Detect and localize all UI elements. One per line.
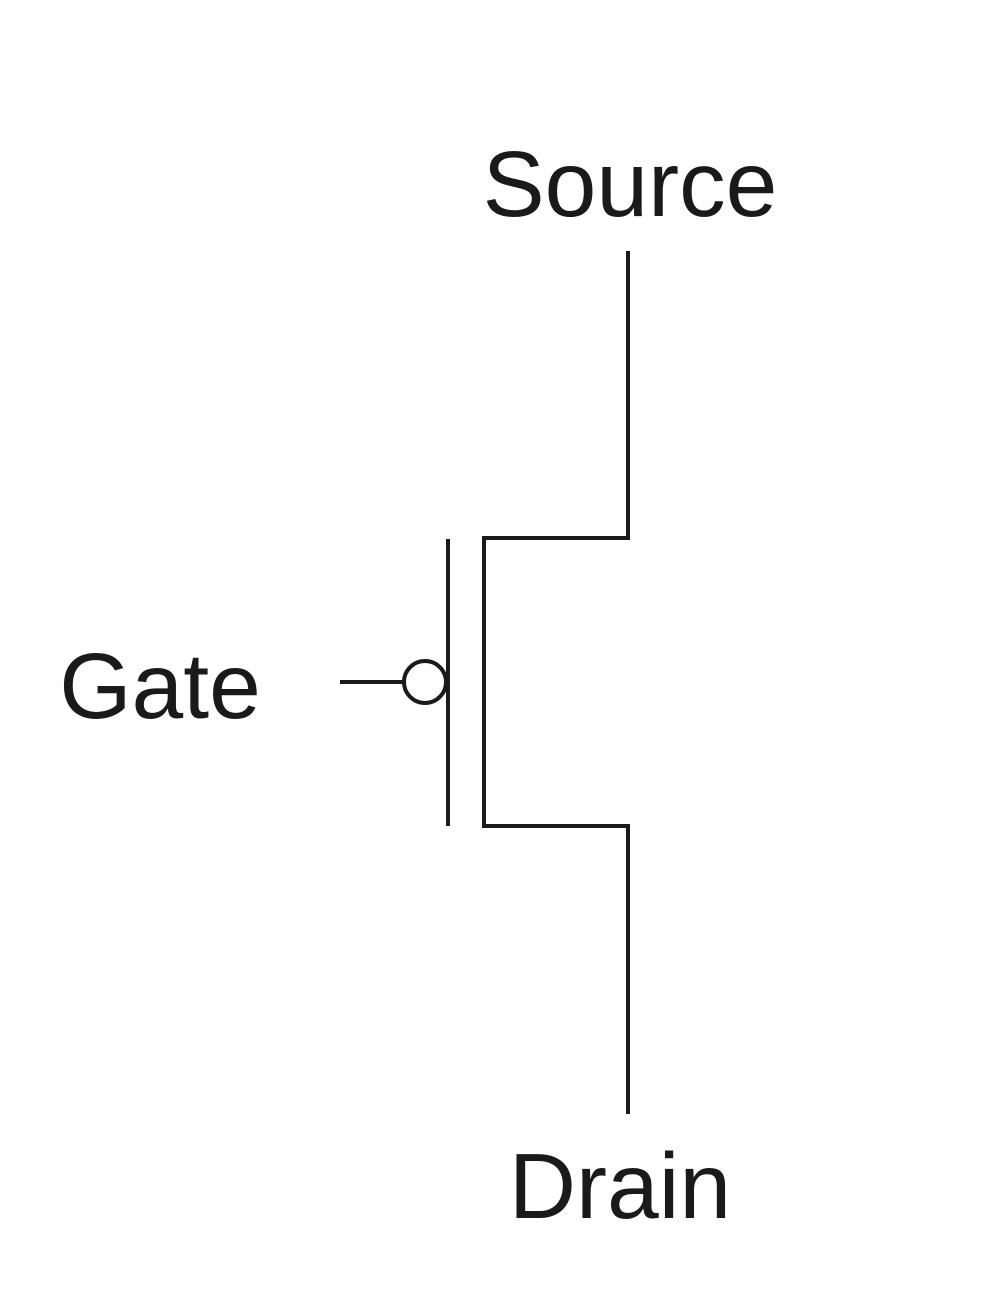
source-label: Source [483, 132, 778, 236]
gate-label: Gate [59, 634, 261, 738]
gate-inversion-bubble [402, 659, 448, 705]
source-terminal-wire [484, 251, 630, 540]
drain-terminal-wire [484, 824, 630, 1114]
drain-label: Drain [509, 1134, 731, 1238]
